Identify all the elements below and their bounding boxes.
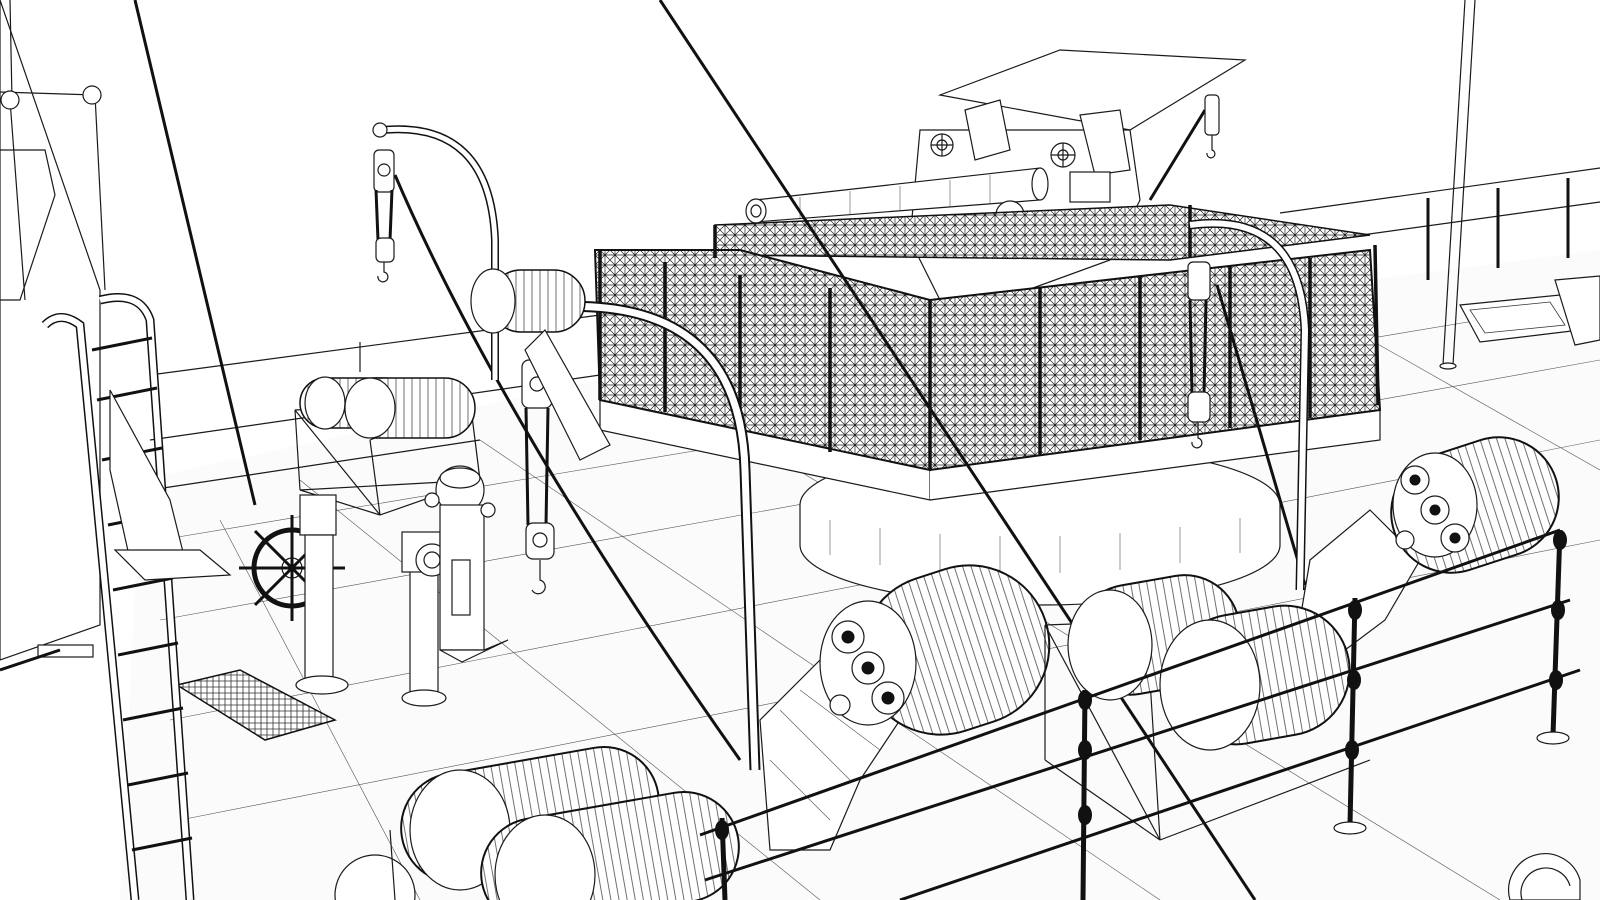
ventilator-left (109, 389, 232, 581)
ventilator-front-right (1299, 436, 1560, 651)
pulley-block-left (373, 149, 395, 283)
pulley-block-top-right (1204, 94, 1220, 159)
roll-rack-left (294, 376, 481, 516)
splinter-mesh-screen (593, 204, 1382, 472)
binnacle (424, 465, 509, 663)
deck-hatch-right (1459, 275, 1600, 346)
left-superstructure (0, 0, 106, 672)
gun-barrel (745, 167, 1049, 224)
roll-rack-right (1044, 574, 1371, 841)
front-railing (699, 528, 1581, 900)
rigging-cables (133, 0, 1307, 900)
davit-arm-right (1189, 218, 1310, 591)
roll-rack-front (334, 745, 740, 900)
pulley-block-right (1187, 261, 1211, 449)
engine-telegraph (401, 531, 449, 707)
deck-gun (745, 49, 1247, 301)
ladder (41, 293, 195, 900)
gun-sight-wheel-right (1050, 142, 1076, 168)
deck-floor-grate (175, 669, 338, 741)
porthole (1508, 853, 1581, 900)
ventilator-drum-rear (470, 268, 611, 461)
gun-sight-wheel-left (930, 133, 954, 157)
davit-arm-left (372, 122, 499, 380)
steering-wheel (239, 494, 349, 695)
mast-pole (1439, 0, 1476, 370)
